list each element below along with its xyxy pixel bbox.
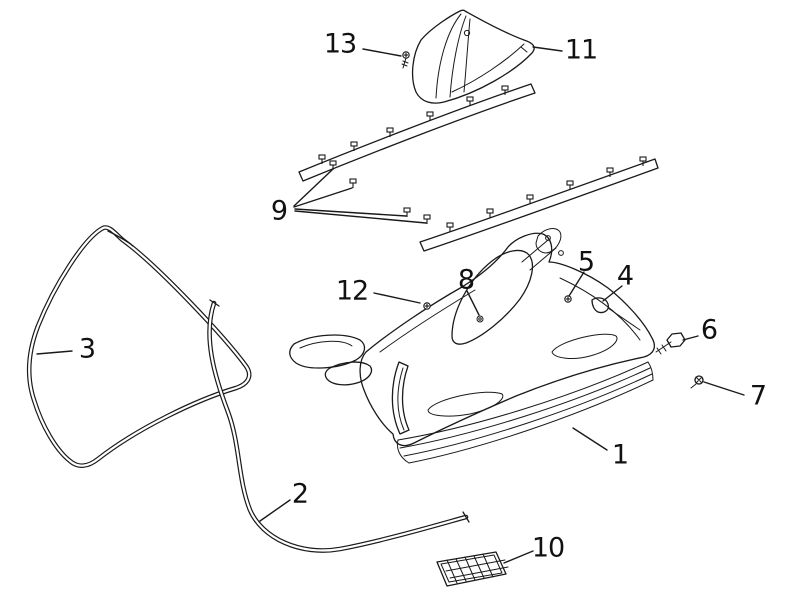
leader-line-9b [293,187,353,208]
part-10-rubber-pad [436,551,509,587]
leader-line-2 [259,499,291,522]
part-label-11: 11 [564,34,598,66]
leader-line-9d [294,210,427,224]
leader-line-5 [568,271,585,297]
part-label-5: 5 [577,246,595,278]
leader-line-6 [682,335,699,341]
leader-line-10 [503,550,534,564]
part-13-screw [401,51,410,69]
part-11-top-cover [411,9,535,104]
leader-line-11 [532,46,563,52]
part-9-rail-strips [298,83,659,252]
part-label-8: 8 [457,264,475,296]
part-label-3: 3 [78,333,96,365]
leader-line-9a [293,169,333,207]
leader-line-1 [572,427,608,451]
part-label-9: 9 [270,195,288,227]
leader-line-4 [602,285,623,302]
part-label-12: 12 [335,275,369,307]
part-3-edge-seal-loop [26,225,252,468]
part-label-1: 1 [611,439,629,471]
part-2-trim-strip [207,299,470,553]
part-label-10: 10 [531,532,565,564]
part-label-13: 13 [323,28,357,60]
part-5-screw [564,295,572,303]
leader-lines [36,46,745,564]
part-1-floor-panel [289,228,655,464]
part-label-6: 6 [700,314,718,346]
part-7-screw [690,375,704,389]
leader-line-8 [466,290,480,316]
leader-line-13 [362,48,402,57]
part-12-screw [423,302,431,310]
part-label-7: 7 [749,380,767,412]
part-label-2: 2 [291,478,309,510]
part-label-4: 4 [616,260,634,292]
part-4-hook [591,297,641,331]
part-6-bolt [655,332,686,355]
leader-line-3 [36,350,73,355]
leader-line-9c [294,208,407,217]
leader-line-12 [373,292,421,304]
leader-line-7 [703,381,745,396]
